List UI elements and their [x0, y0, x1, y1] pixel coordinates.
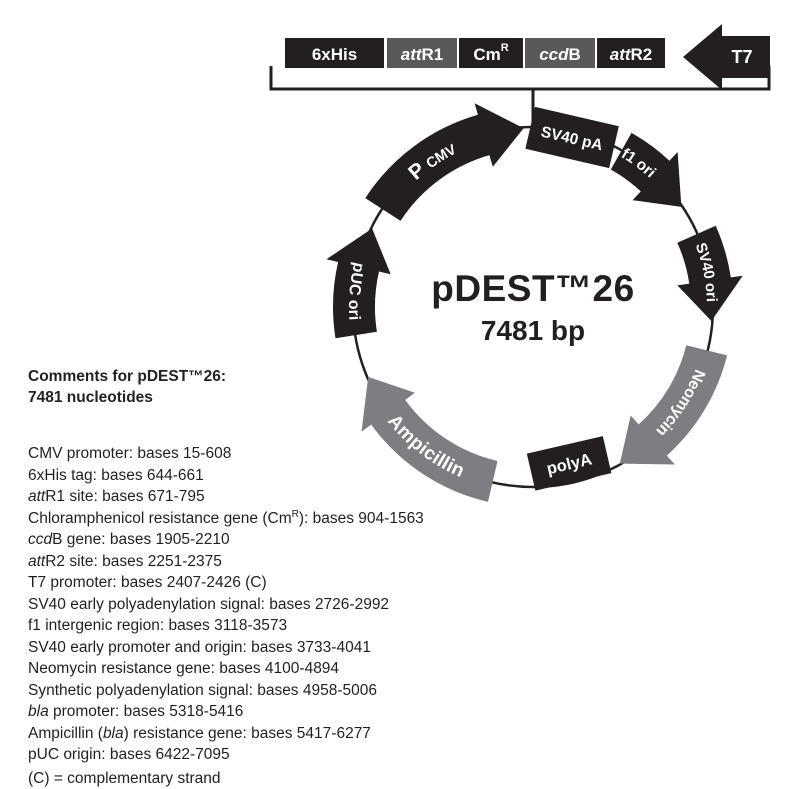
cmr-box — [459, 38, 523, 68]
comment-line: attR2 site: bases 2251-2375 — [28, 552, 222, 570]
feature-annotation-list: CMV promoter: bases 15-608 6xHis tag: bas… — [28, 443, 508, 766]
comments-heading-line1: Comments for pDEST™26: — [28, 368, 227, 385]
comment-line: ccdB gene: bases 1905-2210 — [28, 531, 230, 548]
feature-sv40pa-group: SV40 pA — [525, 106, 619, 169]
comment-line: SV40 early polyadenylation signal: bases… — [28, 595, 390, 613]
complementary-strand-footnote: (C) = complementary strand — [28, 769, 221, 787]
comment-line: f1 intergenic region: bases 3118-3573 — [28, 617, 288, 634]
feature-f1ori — [610, 132, 682, 207]
6xhis-box-label: 6xHis — [312, 45, 357, 64]
comment-line: Chloramphenicol resistance gene (CmR): b… — [28, 508, 424, 527]
t7-arrowhead — [683, 24, 722, 90]
ccdb-box-label: ccdB — [539, 45, 581, 64]
feature-ampicillin — [361, 376, 498, 502]
feature-pucori — [326, 228, 391, 339]
feature-polya-group: polyA — [526, 436, 612, 491]
t7-arrow-body — [718, 36, 770, 78]
comment-line: CMV promoter: bases 15-608 — [28, 445, 232, 462]
attr2-box-label: attR2 — [610, 45, 653, 64]
comment-line: Ampicillin (bla) resistance gene: bases … — [28, 724, 371, 742]
ccdb-box — [525, 38, 595, 68]
comment-line: bla promoter: bases 5318-5416 — [28, 703, 244, 720]
feature-neomycin — [619, 345, 728, 465]
comment-line: T7 promoter: bases 2407-2426 (C) — [28, 574, 267, 591]
comment-line: Neomycin resistance gene: bases 4100-489… — [28, 660, 340, 677]
comment-line: attR1 site: bases 671-795 — [28, 488, 205, 505]
comments-block: Comments for pDEST™26: 7481 nucleotides … — [28, 366, 508, 789]
comment-line: Synthetic polyadenylation signal: bases … — [28, 681, 377, 699]
feature-pcmv — [365, 103, 524, 221]
feature-sv40ori — [677, 225, 743, 321]
attr2-box — [597, 38, 665, 68]
comment-line: SV40 early promoter and origin: bases 37… — [28, 638, 371, 656]
comment-line: 6xHis tag: bases 644-661 — [28, 466, 204, 484]
comment-line: pUC origin: bases 6422-7095 — [28, 746, 230, 763]
plasmid-title: pDEST™26 — [431, 268, 634, 309]
comments-heading-line2: 7481 nucleotides — [28, 389, 153, 406]
attr1-box — [387, 38, 457, 68]
plasmid-size-label: 7481 bp — [481, 315, 585, 346]
feature-polya — [526, 436, 612, 491]
t7-label: T7 — [731, 47, 752, 67]
attr1-box-label: attR1 — [401, 45, 444, 64]
feature-sv40pa — [525, 106, 619, 169]
cmr-box-label: CmR — [473, 42, 508, 64]
6xhis-box — [285, 38, 384, 68]
feature-pucori-label: pUC ori — [345, 261, 367, 321]
